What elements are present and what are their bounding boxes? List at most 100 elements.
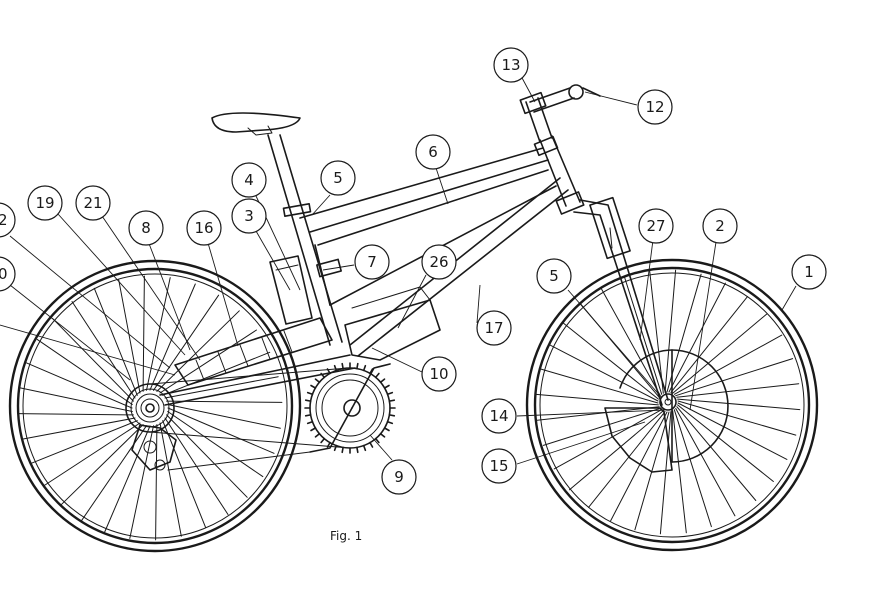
chainring-tooth <box>304 414 312 417</box>
chainring-tooth <box>386 391 394 396</box>
spoke <box>675 407 736 517</box>
callout-13: 13 <box>493 47 529 83</box>
callout-26: 26 <box>421 244 457 280</box>
spoke <box>164 376 279 399</box>
svg-text:19: 19 <box>35 194 54 212</box>
spoke <box>167 404 281 429</box>
callout-5-frame: 5 <box>320 160 356 196</box>
spoke <box>17 413 134 416</box>
spoke <box>43 422 141 487</box>
chainring-tooth <box>333 364 338 372</box>
spoke <box>19 387 133 412</box>
chainring-tooth <box>386 420 394 425</box>
spoke <box>659 411 672 535</box>
callout-27: 27 <box>638 208 674 244</box>
svg-text:9: 9 <box>394 468 404 486</box>
callout-22: 22 <box>0 202 16 238</box>
spoke <box>649 270 664 394</box>
spoke <box>548 344 659 402</box>
front-wheel-spokes <box>535 269 801 535</box>
svg-text:5: 5 <box>549 267 559 285</box>
chainring-tooth <box>362 364 367 372</box>
chainring-tooth <box>341 446 344 454</box>
rear-derailleur <box>131 424 177 471</box>
spoke <box>634 411 670 531</box>
front-wheel <box>525 258 819 552</box>
svg-text:16: 16 <box>194 219 213 237</box>
callout-21: 21 <box>75 185 111 221</box>
chainring-tooth <box>379 378 386 384</box>
spoke <box>673 334 783 395</box>
spoke <box>670 296 748 393</box>
callout-17: 17 <box>476 310 512 346</box>
callout-10: 10 <box>421 356 457 392</box>
spoke <box>25 362 133 409</box>
spoke <box>104 425 151 533</box>
spoke <box>60 424 144 506</box>
spoke <box>142 275 145 392</box>
callout-4: 4 <box>231 162 267 198</box>
chainring-tooth <box>374 372 380 379</box>
spoke <box>624 276 663 395</box>
chainring-tooth <box>383 384 390 389</box>
spoke <box>166 414 248 498</box>
svg-text:4: 4 <box>244 171 254 189</box>
spoke <box>118 279 141 394</box>
svg-text:3: 3 <box>244 207 254 225</box>
spoke <box>159 329 257 394</box>
callout-3: 3 <box>231 198 267 234</box>
svg-text:17: 17 <box>484 319 503 337</box>
chainring-tooth <box>383 427 390 432</box>
chainring-tooth <box>369 441 374 448</box>
chainring-tooth <box>388 399 396 402</box>
chainring-tooth <box>320 372 326 379</box>
svg-text:15: 15 <box>489 457 508 475</box>
chainring-tooth <box>320 437 326 444</box>
chainring-tooth <box>388 414 396 417</box>
spoke <box>672 410 687 534</box>
spoke <box>129 425 154 539</box>
svg-text:8: 8 <box>141 219 151 237</box>
spoke <box>155 424 158 541</box>
spoke <box>29 420 138 465</box>
spoke <box>153 294 220 391</box>
spoke <box>159 422 182 537</box>
spoke <box>677 400 797 436</box>
rear-wheel-spokes <box>17 275 283 541</box>
part-callouts: 13 12 6 4 5 3 19 21 <box>0 47 827 495</box>
spoke <box>146 277 171 391</box>
callout-19: 19 <box>27 185 63 221</box>
svg-text:14: 14 <box>489 407 508 425</box>
chainring-tooth <box>306 391 314 396</box>
svg-text:2: 2 <box>715 217 725 235</box>
callout-9: 9 <box>381 459 417 495</box>
svg-text:20: 20 <box>0 265 8 283</box>
stem-and-handlebar <box>519 84 601 143</box>
chainring-teeth <box>304 362 396 454</box>
svg-text:5: 5 <box>333 169 343 187</box>
callout-5-fork: 5 <box>536 258 572 294</box>
svg-text:7: 7 <box>367 253 377 271</box>
spoke <box>539 368 659 404</box>
callout-14: 14 <box>481 398 517 434</box>
figure-caption: Fig. 1 <box>330 529 362 543</box>
chainring-tooth <box>304 399 312 402</box>
svg-text:26: 26 <box>429 253 448 271</box>
rear-cassette <box>125 383 175 433</box>
spoke <box>675 358 794 397</box>
spoke <box>71 301 136 399</box>
svg-text:12: 12 <box>645 98 664 116</box>
spoke <box>80 425 147 522</box>
callout-1: 1 <box>791 254 827 290</box>
svg-text:6: 6 <box>428 143 438 161</box>
spoke <box>93 287 138 396</box>
svg-text:13: 13 <box>501 56 520 74</box>
spoke <box>162 420 207 529</box>
spoke <box>536 406 660 421</box>
spoke <box>672 313 767 394</box>
spoke <box>676 383 800 398</box>
saddle <box>211 112 301 136</box>
svg-text:21: 21 <box>83 194 102 212</box>
spoke <box>677 398 801 411</box>
